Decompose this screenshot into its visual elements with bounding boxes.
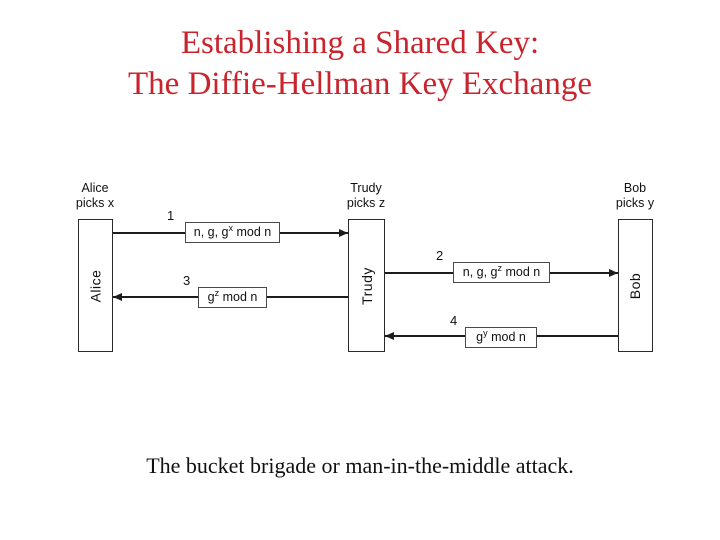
actor-box-trudy: Trudy <box>348 219 385 352</box>
message-4-text-pre: g <box>476 330 484 344</box>
message-3-text-pre: g <box>207 290 215 304</box>
message-1-exponent: x <box>228 222 234 233</box>
actor-box-alice-name: Alice <box>87 269 104 302</box>
actor-box-trudy-name: Trudy <box>358 266 375 305</box>
title-line-1: Establishing a Shared Key: <box>180 25 540 61</box>
actor-label-alice-picks: picks x <box>75 196 115 210</box>
message-2-text-post: mod n <box>502 265 541 279</box>
actor-label-bob: Bob picks y <box>585 181 685 211</box>
message-1-text-post: mod n <box>233 225 272 239</box>
message-1-text-pre: n, g, g <box>193 225 229 239</box>
actor-label-bob-name: Bob <box>623 181 647 195</box>
actor-label-alice-name: Alice <box>81 181 109 195</box>
message-3-exponent: z <box>214 287 220 298</box>
actor-box-bob: Bob <box>618 219 653 352</box>
arrow-3-head-left-icon <box>113 293 122 301</box>
arrow-4-head-left-icon <box>385 332 394 340</box>
actor-label-trudy-name: Trudy <box>350 181 382 195</box>
actor-box-bob-name: Bob <box>627 272 644 299</box>
message-2-box: n, g, gz mod n <box>453 262 550 283</box>
message-2-exponent: z <box>497 262 503 273</box>
slide-caption: The bucket brigade or man-in-the-middle … <box>146 453 574 478</box>
actor-label-alice: Alice picks x <box>45 181 145 211</box>
slide-title: Establishing a Shared Key: The Diffie-He… <box>0 23 720 105</box>
actor-box-alice: Alice <box>78 219 113 352</box>
arrow-2-head-right-icon <box>609 269 618 277</box>
message-4-number: 4 <box>450 313 458 328</box>
message-3-text-post: mod n <box>219 290 258 304</box>
message-2-text-pre: n, g, g <box>462 265 498 279</box>
message-1-box: n, g, gx mod n <box>185 222 280 243</box>
actor-label-trudy: Trudy picks z <box>316 181 416 211</box>
message-3-box: gz mod n <box>198 287 267 308</box>
title-line-2: The Diffie-Hellman Key Exchange <box>128 66 592 102</box>
message-3-number: 3 <box>183 273 191 288</box>
actor-label-bob-picks: picks y <box>615 196 655 210</box>
message-1-number: 1 <box>167 208 175 223</box>
message-4-exponent: y <box>483 327 488 338</box>
arrow-1-head-right-icon <box>339 229 348 237</box>
message-2-number: 2 <box>436 248 444 263</box>
message-4-text-post: mod n <box>487 330 526 344</box>
message-4-box: gy mod n <box>465 327 537 348</box>
actor-label-trudy-picks: picks z <box>346 196 386 210</box>
